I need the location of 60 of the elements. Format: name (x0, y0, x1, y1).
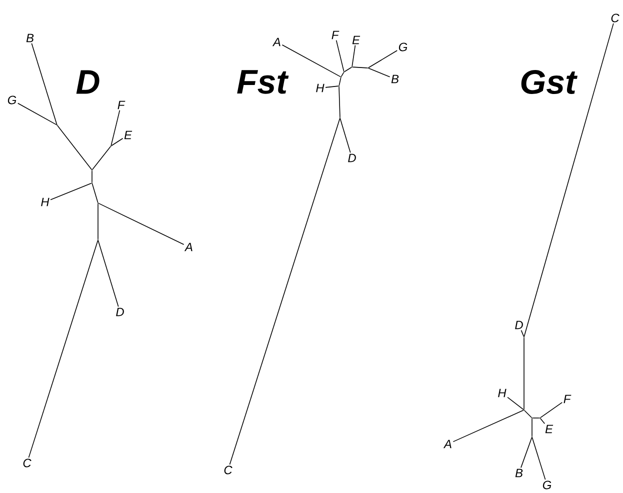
tree-branch (92, 146, 111, 170)
leaf-label: D (348, 154, 356, 162)
tree-branch (520, 437, 532, 468)
tree-branch (540, 418, 546, 424)
tree-branch (336, 40, 344, 72)
tree-title: Gst (521, 70, 578, 94)
leaf-label: B (515, 468, 523, 478)
leaf-label: H (316, 84, 324, 92)
leaf-label: F (332, 30, 340, 40)
leaf-label: E (545, 424, 554, 434)
leaf-label: H (41, 198, 50, 206)
leaf-label: D (515, 320, 523, 330)
tree-branch (452, 410, 524, 442)
tree-branch (340, 72, 344, 77)
leaf-label: E (124, 130, 132, 140)
tree-branch (282, 44, 341, 78)
tree-branch (50, 182, 92, 200)
tree-branch (532, 437, 546, 480)
tree-branch (368, 68, 390, 78)
tree-branch (17, 102, 57, 126)
tree-branch (338, 77, 342, 86)
tree-branch (98, 202, 184, 245)
leaf-label: C (611, 14, 620, 22)
tree-branch (352, 66, 368, 68)
tree-branch (98, 240, 119, 308)
leaf-label: A (443, 440, 452, 448)
leaf-label: C (23, 458, 32, 468)
leaf-label: F (118, 100, 126, 110)
tree-branch (31, 42, 58, 125)
tree-branch (111, 138, 124, 146)
tree-branch (57, 125, 92, 170)
tree-branch (110, 110, 120, 146)
tree-branch (524, 23, 614, 337)
leaf-label: B (26, 34, 34, 42)
leaf-label: G (398, 42, 408, 52)
tree-title: Fst (237, 70, 289, 94)
tree-branch (340, 118, 351, 154)
tree-title: D (76, 70, 100, 94)
leaf-label: A (272, 38, 280, 46)
leaf-label: A (184, 242, 192, 252)
leaf-label: D (116, 308, 124, 316)
tree-branch (520, 330, 524, 337)
tree-branch (540, 402, 563, 418)
tree-branch (368, 50, 398, 68)
tree-branch (338, 86, 340, 118)
leaf-label: B (391, 74, 399, 84)
tree-branch (325, 86, 339, 88)
leaf-label: C (224, 466, 232, 474)
tree-branch (92, 183, 98, 203)
tree-branch (229, 118, 340, 465)
leaf-label: H (498, 388, 506, 398)
tree-branch (352, 44, 356, 67)
leaf-label: G (542, 480, 552, 490)
tree-branch (28, 240, 98, 458)
tree-branch (344, 66, 352, 72)
leaf-label: G (8, 96, 16, 104)
tree-branch (524, 410, 532, 418)
leaf-label: F (564, 394, 572, 404)
leaf-label: E (352, 36, 360, 44)
tree-branch (507, 396, 524, 410)
